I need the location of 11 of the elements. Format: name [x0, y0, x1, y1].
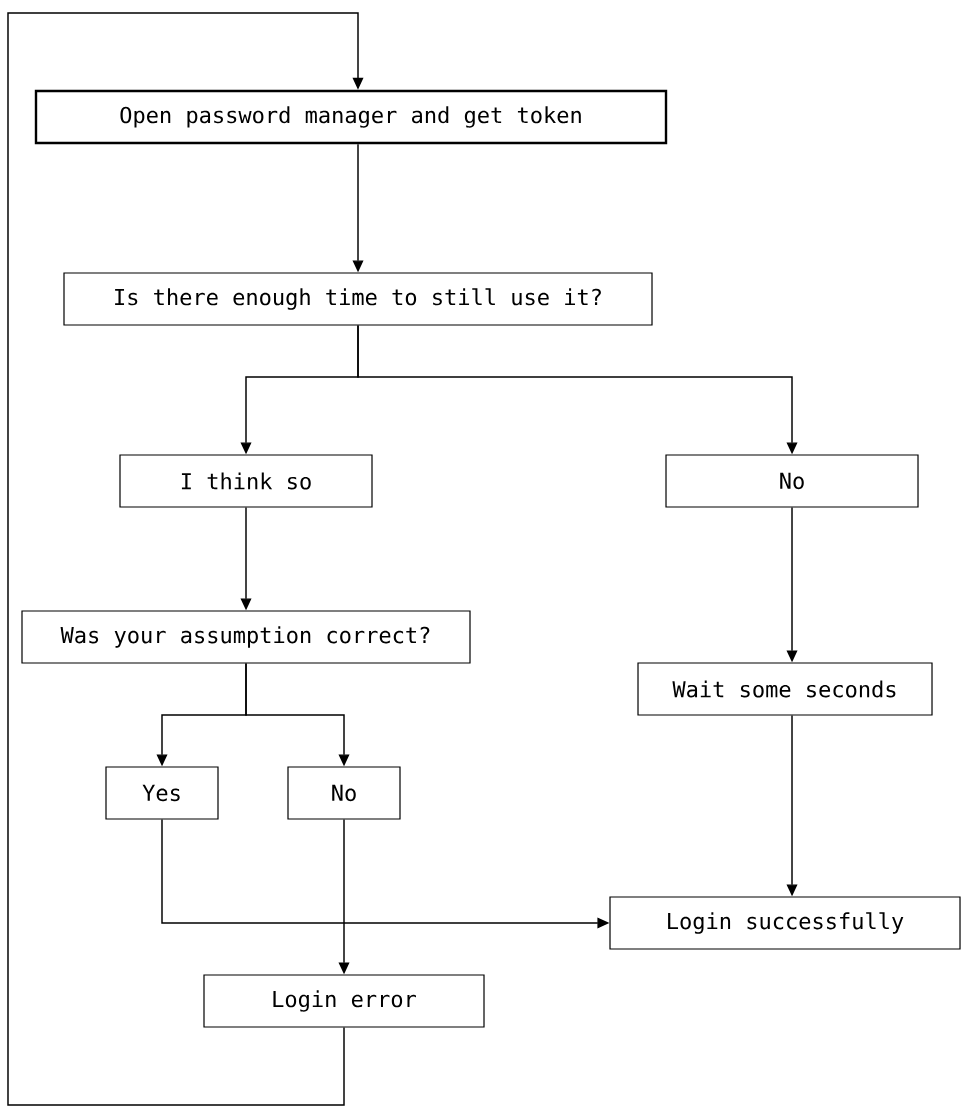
- process-box: Is there enough time to still use it?: [63, 272, 653, 326]
- process-box: Open password manager and get token: [34, 89, 668, 145]
- process-box: No: [287, 766, 401, 820]
- process-box: Yes: [105, 766, 219, 820]
- process-box: Login error: [203, 974, 485, 1028]
- process-box: Wait some seconds: [637, 662, 933, 716]
- arrow: [7, 12, 364, 1106]
- process-box: I think so: [119, 454, 373, 508]
- process-box: No: [665, 454, 919, 508]
- process-box: Login successfully: [609, 896, 961, 950]
- process-box: Was your assumption correct?: [21, 610, 471, 664]
